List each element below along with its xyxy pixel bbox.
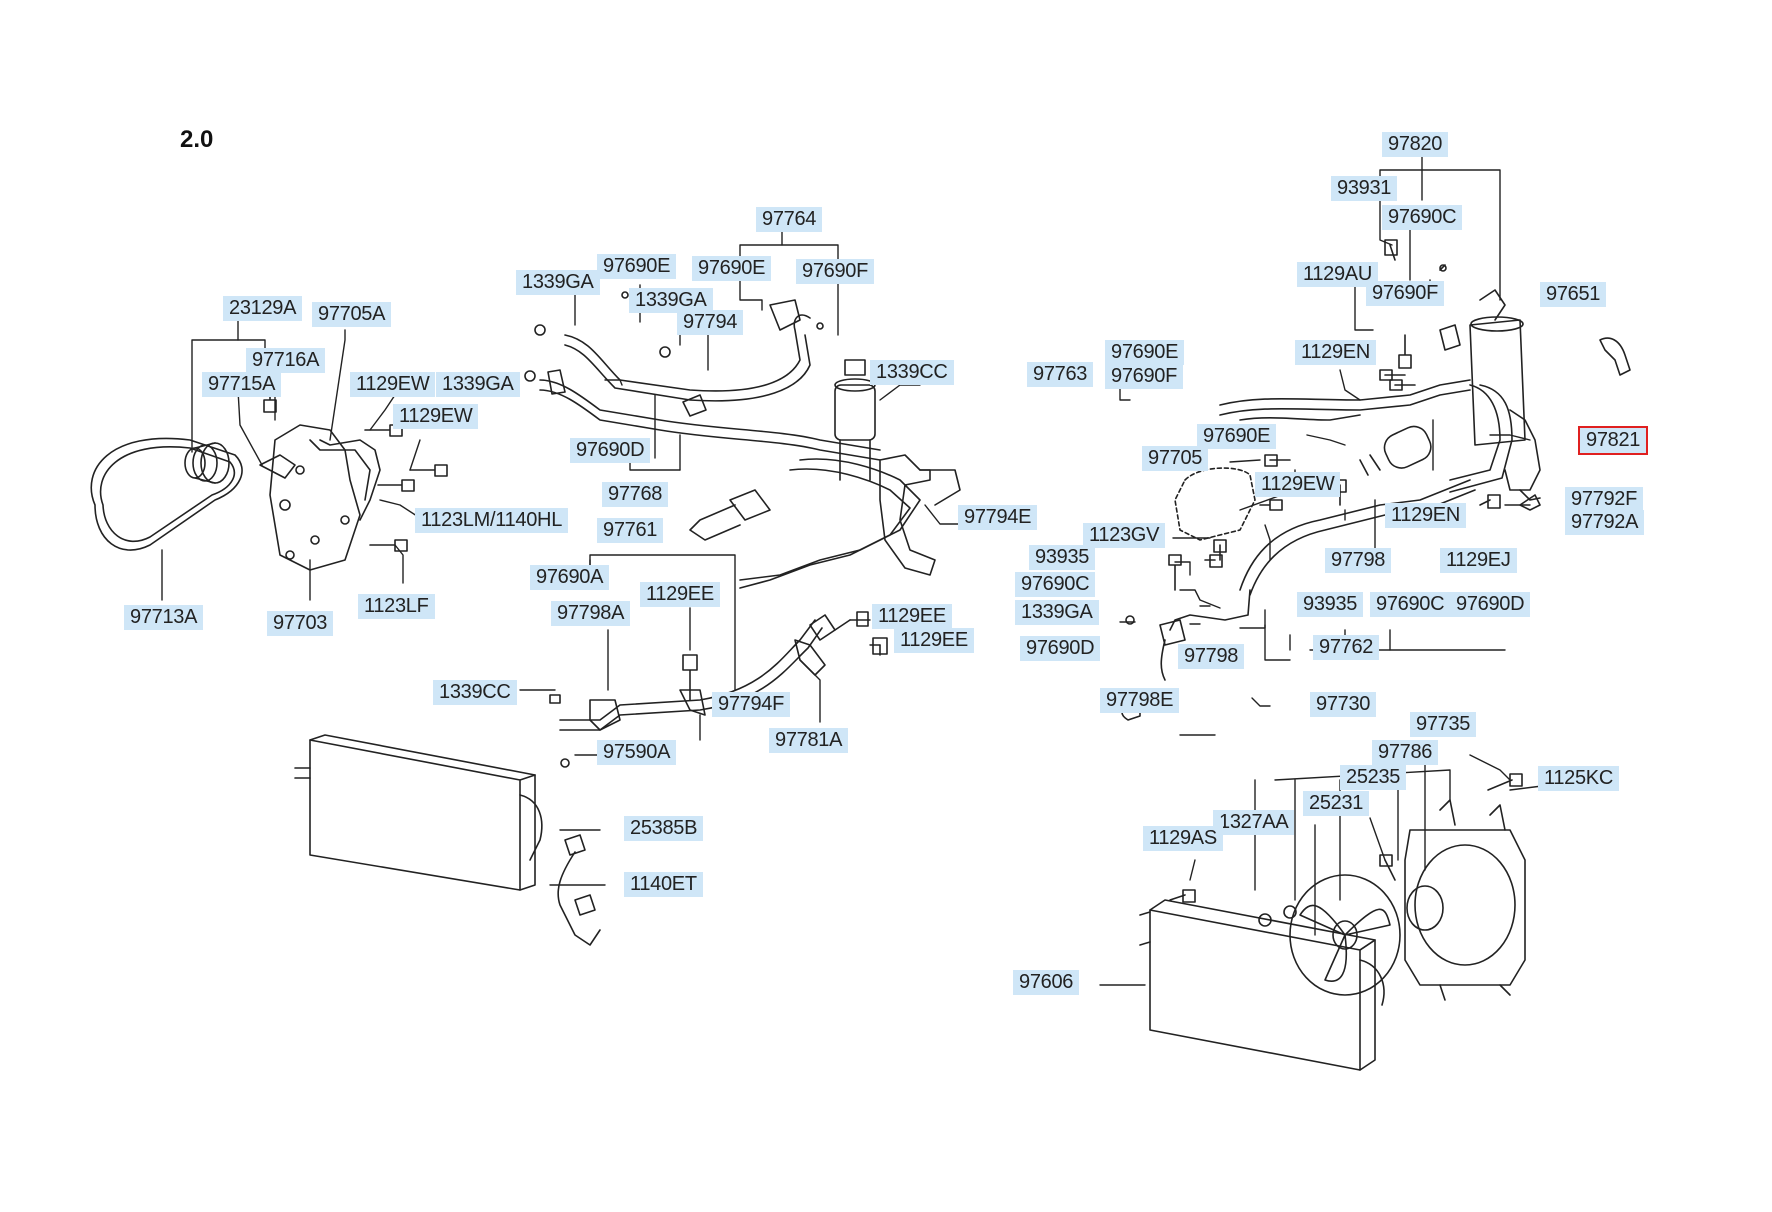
compressor-bracket bbox=[259, 424, 381, 571]
part-label-1129ee-left[interactable]: 1129EE bbox=[640, 582, 720, 607]
part-label-1129ew-lower[interactable]: 1129EW bbox=[393, 404, 479, 429]
hose-fittings bbox=[524, 291, 824, 417]
part-label-97794f[interactable]: 97794F bbox=[712, 692, 791, 717]
part-label-97761[interactable]: 97761 bbox=[597, 518, 664, 543]
part-label-97690c-left[interactable]: 97690C bbox=[1015, 572, 1096, 597]
part-label-1339ga-top[interactable]: 1339GA bbox=[516, 270, 600, 295]
suction-hose bbox=[689, 458, 921, 589]
liquid-line-clamps bbox=[549, 611, 888, 768]
part-label-97781a[interactable]: 97781A bbox=[769, 728, 849, 753]
part-label-97690c-right[interactable]: 97690C bbox=[1370, 592, 1451, 617]
part-label-97794[interactable]: 97794 bbox=[677, 310, 744, 335]
part-label-1129ee-lower[interactable]: 1129EE bbox=[894, 628, 974, 653]
part-label-97820[interactable]: 97820 bbox=[1382, 132, 1449, 157]
part-label-97690e-pair[interactable]: 97690E bbox=[1105, 340, 1185, 365]
cooling-fan bbox=[1289, 874, 1401, 996]
right-bracket bbox=[1504, 409, 1541, 501]
condenser-sensor bbox=[557, 834, 601, 946]
part-label-25235[interactable]: 25235 bbox=[1340, 765, 1407, 790]
part-label-97768[interactable]: 97768 bbox=[602, 482, 669, 507]
part-label-1339cc-top[interactable]: 1339CC bbox=[870, 360, 954, 385]
part-label-97713a[interactable]: 97713A bbox=[124, 605, 204, 630]
part-label-97715a[interactable]: 97715A bbox=[202, 372, 282, 397]
part-label-97690e-lower[interactable]: 97690E bbox=[1197, 424, 1277, 449]
part-label-97590a[interactable]: 97590A bbox=[597, 740, 677, 765]
part-label-97690f-right[interactable]: 97690F bbox=[1366, 281, 1445, 306]
part-label-97764[interactable]: 97764 bbox=[756, 207, 823, 232]
part-label-93935-left[interactable]: 93935 bbox=[1029, 545, 1096, 570]
receiver-drier-center bbox=[834, 359, 876, 481]
part-label-97705a[interactable]: 97705A bbox=[312, 302, 392, 327]
part-label-97690c-top[interactable]: 97690C bbox=[1382, 205, 1463, 230]
part-label-97705[interactable]: 97705 bbox=[1142, 446, 1209, 471]
part-label-97716a[interactable]: 97716A bbox=[246, 348, 326, 373]
part-label-97762[interactable]: 97762 bbox=[1313, 635, 1380, 660]
part-label-97690e-top[interactable]: 97690E bbox=[597, 254, 677, 279]
part-label-97798a[interactable]: 97798A bbox=[551, 601, 631, 626]
suction-line-right bbox=[1159, 479, 1476, 681]
part-label-1129ew-upper[interactable]: 1129EW bbox=[350, 372, 436, 397]
liquid-line bbox=[559, 614, 836, 731]
part-label-1129ej[interactable]: 1129EJ bbox=[1440, 548, 1517, 573]
part-label-97821-selected[interactable]: 97821 bbox=[1577, 426, 1649, 455]
fan-fasteners bbox=[1169, 773, 1523, 927]
center-bracket bbox=[879, 454, 961, 576]
part-label-1339ga-right[interactable]: 1339GA bbox=[1015, 600, 1099, 625]
receiver-drier-right bbox=[1359, 425, 1432, 476]
part-label-1129as[interactable]: 1129AS bbox=[1143, 826, 1223, 851]
part-label-97735[interactable]: 97735 bbox=[1410, 712, 1477, 737]
compressor-unit bbox=[1439, 289, 1526, 446]
part-label-97786[interactable]: 97786 bbox=[1372, 740, 1439, 765]
part-label-97690e-right[interactable]: 97690E bbox=[692, 256, 772, 281]
part-label-97651[interactable]: 97651 bbox=[1540, 282, 1607, 307]
part-label-97798-right[interactable]: 97798 bbox=[1325, 548, 1392, 573]
part-label-97690a[interactable]: 97690A bbox=[530, 565, 610, 590]
condenser-left bbox=[294, 734, 543, 891]
part-label-25231[interactable]: 25231 bbox=[1303, 791, 1370, 816]
part-label-1125kc[interactable]: 1125KC bbox=[1538, 766, 1619, 791]
part-label-1129ew-right[interactable]: 1129EW bbox=[1255, 472, 1341, 497]
part-label-1129au[interactable]: 1129AU bbox=[1297, 262, 1378, 287]
part-label-1339ga-left[interactable]: 1339GA bbox=[436, 372, 520, 397]
compressor-pulley bbox=[184, 442, 230, 484]
part-label-97794e[interactable]: 97794E bbox=[958, 505, 1038, 530]
part-label-1327aa[interactable]: 1327AA bbox=[1213, 810, 1295, 835]
right-fasteners bbox=[1121, 239, 1631, 721]
fan-shroud bbox=[1404, 799, 1526, 1001]
part-label-97730[interactable]: 97730 bbox=[1310, 692, 1377, 717]
part-label-1123lm-1140hl[interactable]: 1123LM/1140HL bbox=[415, 508, 569, 533]
part-label-97606[interactable]: 97606 bbox=[1013, 970, 1080, 995]
part-label-1129en-lower[interactable]: 1129EN bbox=[1385, 503, 1466, 528]
compressor-body-right bbox=[1174, 467, 1256, 541]
part-label-97792f[interactable]: 97792F bbox=[1565, 487, 1644, 512]
part-label-93931[interactable]: 93931 bbox=[1331, 176, 1398, 201]
part-label-97703[interactable]: 97703 bbox=[267, 611, 334, 636]
compressor-hoses-right bbox=[1219, 379, 1513, 493]
part-label-25385b[interactable]: 25385B bbox=[624, 816, 704, 841]
part-label-97690d-right[interactable]: 97690D bbox=[1450, 592, 1531, 617]
part-label-97690d-middle[interactable]: 97690D bbox=[570, 438, 651, 463]
part-label-1129ee-upper[interactable]: 1129EE bbox=[872, 604, 952, 629]
drive-belt bbox=[90, 437, 243, 551]
part-label-1129en-upper[interactable]: 1129EN bbox=[1295, 340, 1376, 365]
part-label-97763[interactable]: 97763 bbox=[1027, 362, 1094, 387]
part-label-93935-right[interactable]: 93935 bbox=[1297, 592, 1364, 617]
part-label-1123gv[interactable]: 1123GV bbox=[1083, 523, 1166, 548]
part-label-97798e[interactable]: 97798E bbox=[1100, 688, 1180, 713]
part-label-23129a[interactable]: 23129A bbox=[223, 296, 303, 321]
part-label-1140et[interactable]: 1140ET bbox=[624, 872, 703, 897]
engine-variant-title: 2.0 bbox=[180, 126, 214, 153]
part-label-97792a[interactable]: 97792A bbox=[1565, 510, 1645, 535]
part-label-97798-lower[interactable]: 97798 bbox=[1178, 644, 1245, 669]
part-label-1339ga-middle[interactable]: 1339GA bbox=[629, 288, 713, 313]
part-label-1339cc-lower[interactable]: 1339CC bbox=[433, 680, 517, 705]
part-label-97690f-top[interactable]: 97690F bbox=[796, 259, 875, 284]
part-label-97690f-pair[interactable]: 97690F bbox=[1105, 364, 1184, 389]
part-label-97690d-left[interactable]: 97690D bbox=[1020, 636, 1101, 661]
part-label-1123lf[interactable]: 1123LF bbox=[358, 594, 435, 619]
